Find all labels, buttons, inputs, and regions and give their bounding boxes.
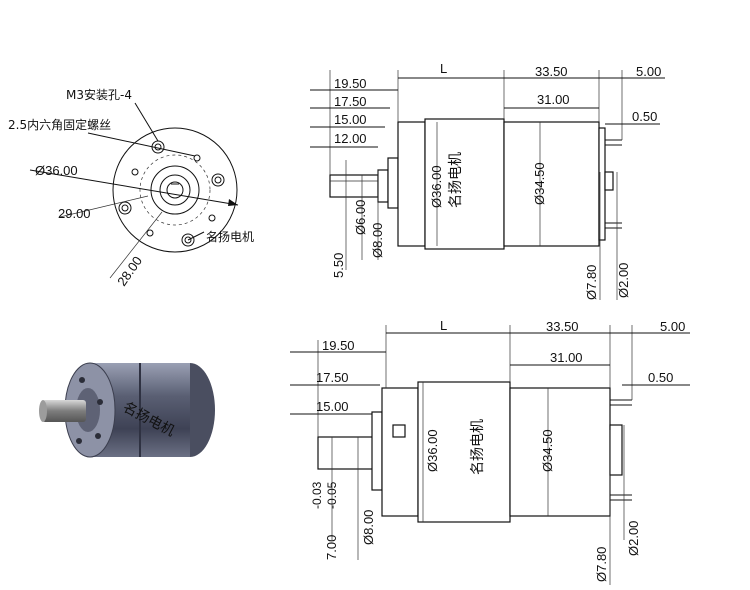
leader-brand — [187, 231, 205, 241]
photo-hole-1 — [79, 377, 85, 383]
bearing-circle — [159, 174, 191, 206]
bottom-body345: Ø34.50 — [540, 429, 555, 472]
photo-hole-4 — [76, 438, 82, 444]
photo-shaft-end — [39, 400, 47, 422]
top-body345: Ø34.50 — [532, 162, 547, 205]
screw-hole-1 — [193, 154, 201, 162]
bottom-1950: 19.50 — [322, 338, 355, 353]
bottom-collar — [371, 411, 383, 491]
front-dia-label: Ø36.00 — [35, 163, 78, 178]
leader-screw — [87, 132, 196, 157]
top-3350: 33.50 — [535, 64, 568, 79]
bottom-key — [392, 424, 406, 438]
bottom-shaft8: Ø8.00 — [361, 510, 376, 545]
motor-photo: 名扬电机 — [39, 362, 215, 458]
top-780: Ø7.80 — [584, 265, 599, 300]
photo-shaft — [42, 400, 86, 422]
photo-hole-2 — [97, 399, 103, 405]
top-collar — [387, 157, 399, 209]
hex-screw-label: 2.5内六角固定螺丝 — [8, 117, 111, 132]
top-1750: 17.50 — [334, 94, 367, 109]
flange-outline — [112, 127, 238, 253]
top-motor-can — [503, 121, 600, 247]
front-29-label: 29.00 — [58, 206, 91, 221]
bottom-3350: 33.50 — [546, 319, 579, 334]
top-1500: 15.00 — [334, 112, 367, 127]
bottom-050: 0.50 — [648, 370, 673, 385]
front-view: M3安装孔-4 2.5内六角固定螺丝 Ø36.00 29.00 28.00 名扬… — [8, 87, 254, 289]
m3-hole-3-inner — [121, 204, 129, 212]
top-shaft6: Ø6.00 — [353, 200, 368, 235]
leader-29 — [59, 195, 149, 218]
top-gearbox — [397, 121, 426, 247]
bottom-brand: 名扬电机 — [470, 419, 486, 475]
m3-hole-2 — [211, 173, 225, 187]
leader-m3 — [134, 102, 159, 142]
boss-circle — [150, 165, 200, 215]
bottom-700: 7.00 — [324, 535, 339, 560]
screw-hole-2 — [131, 168, 139, 176]
m3-hole-4 — [181, 233, 195, 247]
top-rear-boss — [604, 171, 614, 191]
top-boss — [377, 169, 389, 203]
screw-hole-4 — [208, 214, 216, 222]
top-drawing: L 33.50 5.00 19.50 17.50 31.00 15.00 0.5… — [310, 61, 665, 300]
bottom-gear-housing — [417, 381, 511, 523]
bottom-body36: Ø36.00 — [425, 429, 440, 472]
m3-hole-4-inner — [184, 236, 192, 244]
bottom-tol-lower: -0.05 — [325, 481, 339, 509]
bottom-rear-boss — [609, 424, 623, 476]
top-brand: 名扬电机 — [448, 152, 464, 208]
m3-hole-label: M3安装孔-4 — [66, 87, 132, 102]
top-200: Ø2.00 — [616, 263, 631, 298]
top-3100: 31.00 — [537, 92, 570, 107]
pcd-circle — [139, 154, 211, 226]
front-brand-label: 名扬电机 — [206, 229, 254, 244]
top-shaft — [329, 174, 379, 198]
m3-hole-1-inner — [154, 143, 162, 151]
top-550: 5.50 — [331, 253, 346, 278]
bottom-drawing: L 33.50 5.00 19.50 31.00 17.50 0.50 15.0… — [290, 318, 690, 585]
bottom-shaft — [317, 436, 379, 470]
bottom-1750: 17.50 — [316, 370, 349, 385]
m3-hole-2-inner — [214, 176, 222, 184]
bottom-3100: 31.00 — [550, 350, 583, 365]
bottom-tol-upper: -0.03 — [310, 481, 324, 509]
leader-dia36 — [29, 169, 239, 206]
top-shaft8: Ø8.00 — [370, 223, 385, 258]
bottom-gearbox — [381, 387, 419, 517]
arrow-dia36 — [228, 199, 238, 206]
top-L: L — [440, 61, 447, 76]
bottom-200: Ø2.00 — [626, 521, 641, 556]
shaft-circle — [166, 181, 184, 199]
top-500: 5.00 — [636, 64, 661, 79]
top-050: 0.50 — [632, 109, 657, 124]
top-body36: Ø36.00 — [429, 165, 444, 208]
top-1950: 19.50 — [334, 76, 367, 91]
front-28-label: 28.00 — [114, 253, 145, 288]
photo-hole-3 — [95, 433, 101, 439]
bottom-1500: 15.00 — [316, 399, 349, 414]
top-1200: 12.00 — [334, 131, 367, 146]
bottom-780: Ø7.80 — [594, 547, 609, 582]
bottom-L: L — [440, 318, 447, 333]
bottom-motor-can — [509, 387, 611, 517]
m3-hole-3 — [118, 201, 132, 215]
bottom-500: 5.00 — [660, 319, 685, 334]
leader-28 — [109, 211, 163, 279]
screw-hole-3 — [146, 229, 154, 237]
